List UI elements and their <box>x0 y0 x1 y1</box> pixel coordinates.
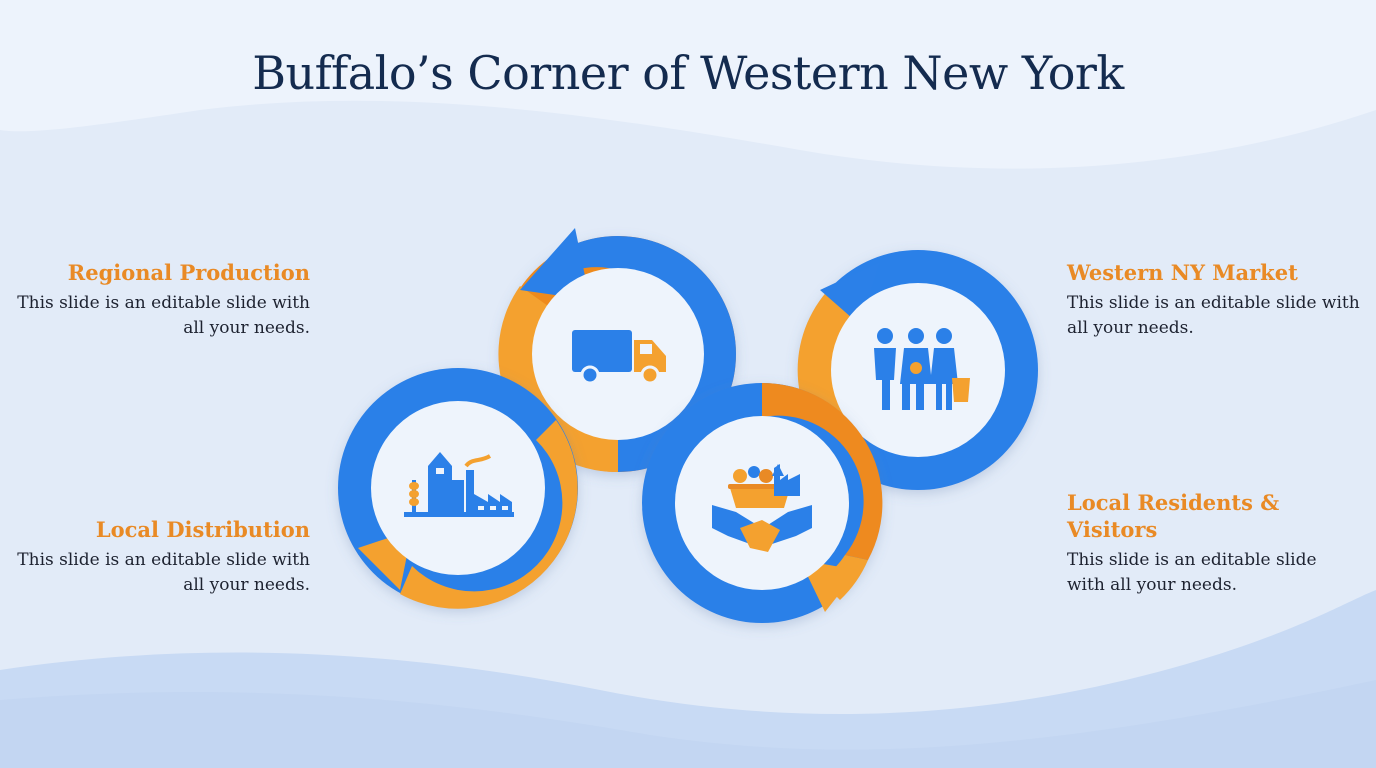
item-heading: Western NY Market <box>1067 260 1298 285</box>
item-description: This slide is an editable slide with all… <box>1067 293 1360 338</box>
item-description: This slide is an editable slide with all… <box>17 550 310 595</box>
item-regional-production: Regional Production This slide is an edi… <box>10 259 310 341</box>
ring-handshake <box>642 382 883 623</box>
people-shopping-icon <box>874 328 970 410</box>
item-local-residents-visitors: Local Residents & Visitors This slide is… <box>1067 489 1327 598</box>
item-description: This slide is an editable slide with all… <box>1067 550 1317 595</box>
item-heading: Local Distribution <box>95 517 310 542</box>
factory-grain-elevator-icon <box>404 452 514 517</box>
delivery-truck-icon <box>572 330 666 385</box>
item-local-distribution: Local Distribution This slide is an edit… <box>10 516 310 598</box>
item-heading: Regional Production <box>67 260 310 285</box>
slide-title: Buffalo’s Corner of Western New York <box>252 46 1124 100</box>
item-western-ny-market: Western NY Market This slide is an edita… <box>1067 259 1367 341</box>
bottom-wave-light <box>0 680 1376 768</box>
handshake-basket-icon <box>712 464 812 552</box>
item-heading: Local Residents & Visitors <box>1067 490 1280 542</box>
arrow-head-icon <box>800 560 858 612</box>
top-wave <box>0 0 1376 169</box>
item-description: This slide is an editable slide with all… <box>17 293 310 338</box>
